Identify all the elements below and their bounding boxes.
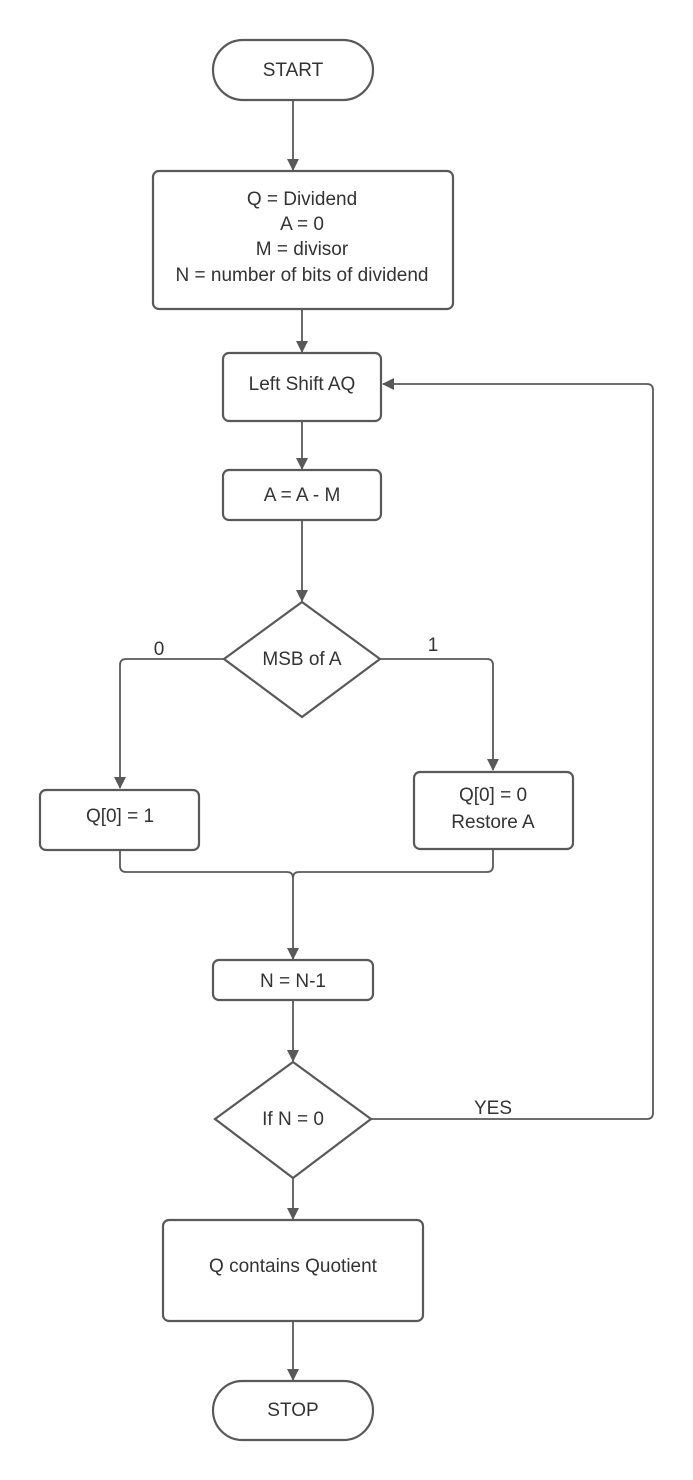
- edges: [114, 100, 654, 1381]
- edge-msb-zero-branch: [114, 658, 224, 789]
- init-line-bits: N = number of bits of dividend: [176, 265, 429, 286]
- q-zero-line-1: Q[0] = 0: [459, 785, 527, 806]
- edge-q-zero-merge: [292, 849, 494, 879]
- edge-msb-one-branch: [380, 658, 499, 771]
- subtract-label: A = A - M: [264, 485, 341, 506]
- msb-decision-diamond: MSB of A: [222, 600, 382, 719]
- init-process-box: Q = Dividend A = 0 M = divisor N = numbe…: [151, 169, 455, 311]
- decrement-process-box: N = N-1: [211, 958, 375, 1002]
- shift-label: Left Shift AQ: [249, 374, 356, 395]
- shift-process-box: Left Shift AQ: [221, 351, 383, 423]
- edge-label-one: 1: [428, 635, 439, 656]
- stop-label: STOP: [267, 1400, 318, 1421]
- edge-check-yes-loop: [371, 378, 654, 1120]
- edge-label-yes: YES: [474, 1098, 512, 1119]
- edge-q-one-merge: [119, 850, 294, 879]
- q-one-process-box: Q[0] = 1: [38, 788, 201, 852]
- check-decision-diamond: If N = 0: [213, 1060, 373, 1180]
- init-line-divisor: M = divisor: [256, 239, 349, 260]
- q-zero-line-2: Restore A: [451, 812, 535, 833]
- init-line-a: A = 0: [280, 214, 324, 235]
- decrement-label: N = N-1: [260, 971, 326, 992]
- subtract-process-box: A = A - M: [221, 468, 383, 522]
- check-label: If N = 0: [262, 1109, 324, 1130]
- stop-terminal: STOP: [211, 1379, 375, 1442]
- start-label: START: [263, 60, 324, 81]
- msb-label: MSB of A: [262, 649, 342, 670]
- q-one-label: Q[0] = 1: [86, 806, 154, 827]
- init-line-dividend: Q = Dividend: [247, 189, 357, 210]
- start-terminal: START: [211, 38, 375, 102]
- q-zero-process-box: Q[0] = 0 Restore A: [412, 770, 575, 851]
- result-process-box: Q contains Quotient: [161, 1218, 425, 1323]
- edge-label-zero: 0: [154, 639, 165, 660]
- result-label: Q contains Quotient: [209, 1256, 378, 1277]
